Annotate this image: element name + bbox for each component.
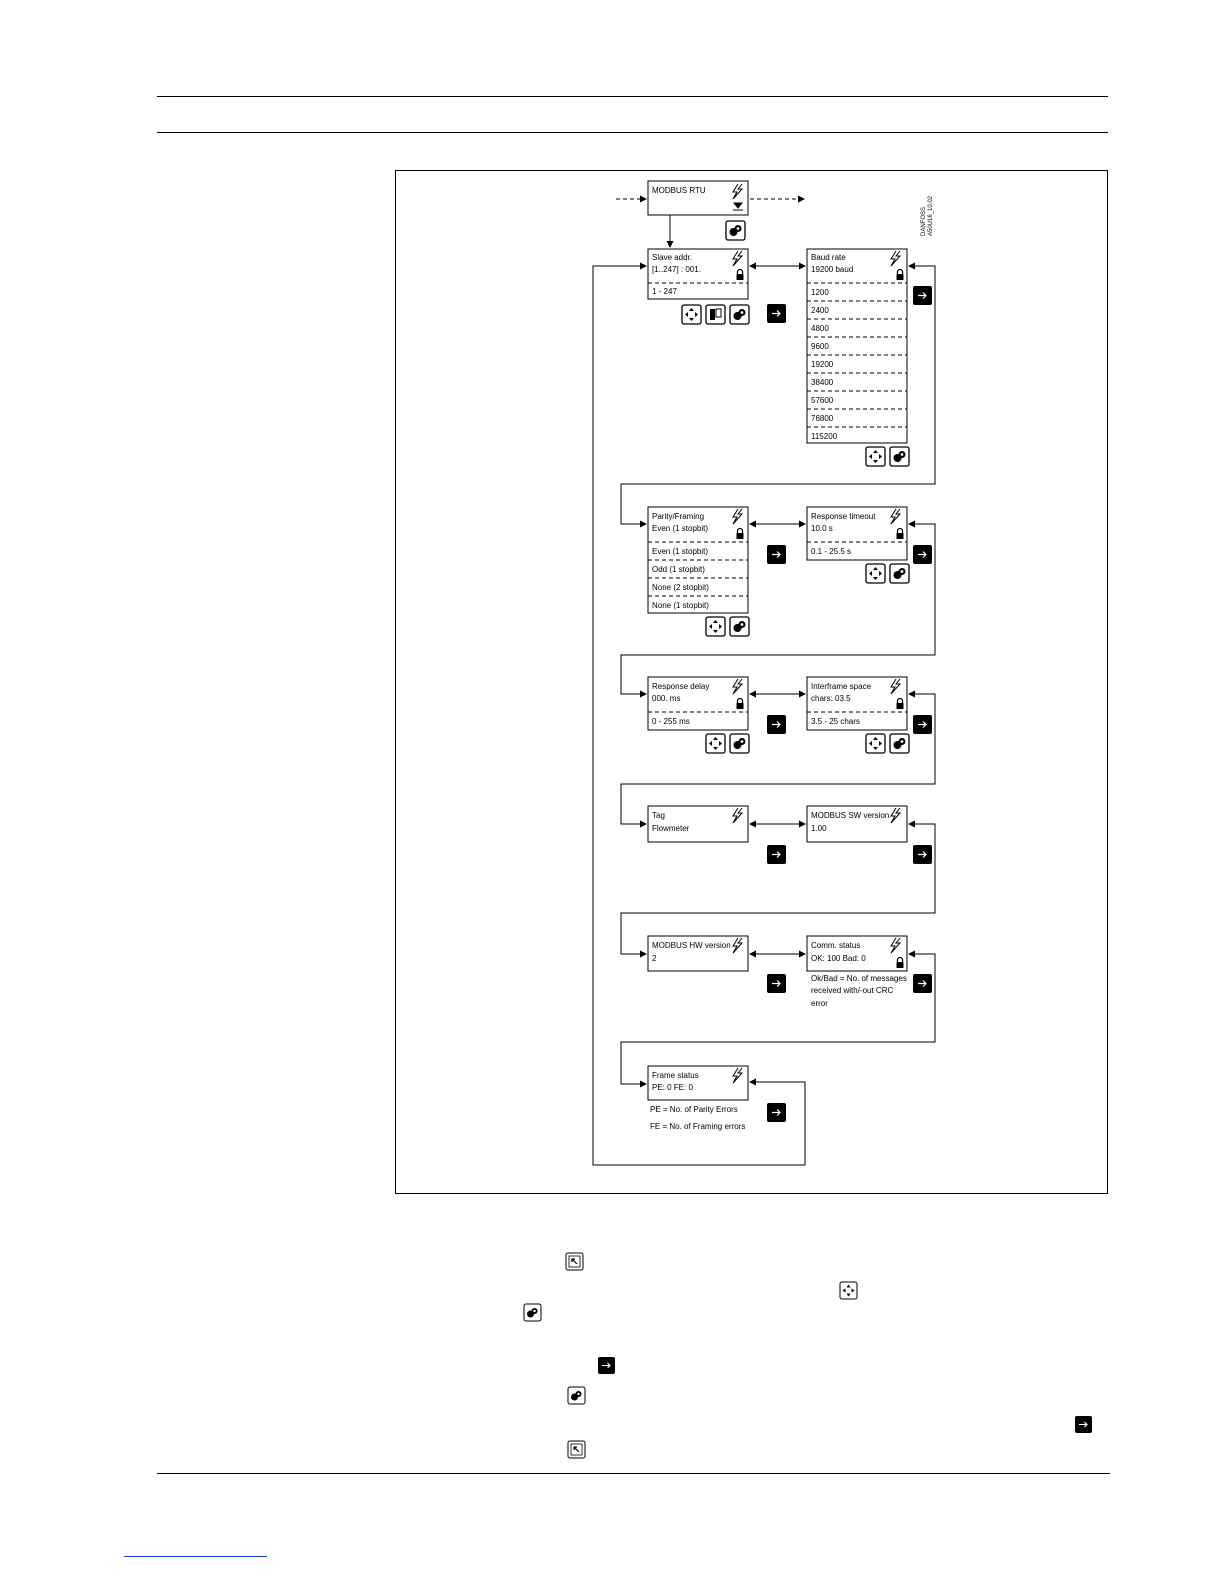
box-option: 4800 <box>811 324 829 333</box>
box-modbus-rtu: MODBUS RTU <box>647 180 749 216</box>
body-key-icons <box>523 1252 1093 1459</box>
box-comm-status: Comm. status OK: 100 Bad: 0 Ok/Bad = No.… <box>806 935 908 1008</box>
footer-rule <box>157 1473 1110 1474</box>
box-title: Baud rate <box>811 253 846 262</box>
next-key-icon <box>766 714 787 735</box>
box-value: OK: 100 Bad: 0 <box>811 954 866 963</box>
box-value: 1.00 <box>811 824 827 833</box>
box-title: MODBUS HW version <box>652 941 731 950</box>
cross-key-icon <box>705 616 726 637</box>
next-key-icon <box>912 844 933 865</box>
next-key-icon <box>766 544 787 565</box>
box-hw-version: MODBUS HW version 2 <box>647 935 749 972</box>
header-rule-top <box>157 96 1108 97</box>
box-parity-framing: Parity/Framing Even (1 stopbit) Even (1 … <box>647 506 749 614</box>
box-title: Response timeout <box>811 512 876 521</box>
box-option: 57600 <box>811 396 834 405</box>
drawing-code: DANFOSS <box>921 207 927 236</box>
box-option: 115200 <box>811 432 838 441</box>
box-title: Tag <box>652 811 665 820</box>
box-option: 0.1 - 25.5 s <box>811 547 851 556</box>
box-title: Interframe space <box>811 682 872 691</box>
next-key-icon <box>912 544 933 565</box>
box-value: PE: 0 FE: 0 <box>652 1083 693 1092</box>
next-key-icon <box>912 973 933 994</box>
box-interframe-space: Interframe space chars: 03.5 3.5 - 25 ch… <box>806 676 908 731</box>
cursor-key-icon <box>565 1252 584 1271</box>
box-frame-status: Frame status PE: 0 FE: 0 PE = No. of Par… <box>647 1065 749 1131</box>
box-option: Even (1 stopbit) <box>652 547 708 556</box>
box-value: 000. ms <box>652 694 680 703</box>
enter-key-icon <box>889 733 910 754</box>
box-option: 1200 <box>811 288 829 297</box>
next-key-icon <box>912 714 933 735</box>
cross-key-icon <box>865 446 886 467</box>
enter-key-icon <box>889 446 910 467</box>
next-key-icon <box>766 844 787 865</box>
enter-key-icon <box>729 304 750 325</box>
box-value: [1..247] : 001. <box>652 265 701 274</box>
box-slave-addr: Slave addr. [1..247] : 001. 1 - 247 <box>647 248 749 300</box>
box-baud-rate: Baud rate 19200 baud 1200 2400 4800 9600… <box>806 248 908 444</box>
box-title: Parity/Framing <box>652 512 704 521</box>
next-key-icon <box>1074 1415 1093 1434</box>
box-value: Even (1 stopbit) <box>652 524 708 533</box>
box-title: MODBUS RTU <box>652 186 706 195</box>
enter-key-icon <box>729 733 750 754</box>
box-value: 10.0 s <box>811 524 833 533</box>
box-option: 76800 <box>811 414 834 423</box>
enter-key-icon <box>567 1386 586 1405</box>
cross-key-icon <box>681 304 702 325</box>
box-tag: Tag Flowmeter <box>647 805 749 843</box>
cross-key-icon <box>865 563 886 584</box>
box-title: Slave addr. <box>652 253 692 262</box>
box-value: Flowmeter <box>652 824 690 833</box>
box-option: 9600 <box>811 342 829 351</box>
next-key-icon <box>766 1102 787 1123</box>
enter-key-icon <box>725 220 746 241</box>
cross-key-icon <box>705 733 726 754</box>
box-title: Frame status <box>652 1071 699 1080</box>
box-value: 2 <box>652 954 657 963</box>
drawing-code-2: A50U16_10.02 <box>928 195 934 236</box>
box-title: Response delay <box>652 682 709 691</box>
box-title: Comm. status <box>811 941 860 950</box>
dual-key-icon <box>705 304 726 325</box>
cross-key-icon <box>839 1281 858 1300</box>
box-note: error <box>811 999 828 1008</box>
box-option: None (2 stopbit) <box>652 583 709 592</box>
box-option: None (1 stopbit) <box>652 601 709 610</box>
box-note: FE = No. of Framing errors <box>650 1122 745 1131</box>
down-arrow-icon <box>732 202 744 211</box>
footer-link-underline[interactable] <box>124 1556 267 1557</box>
box-option: 38400 <box>811 378 834 387</box>
box-option: 3.5 - 25 chars <box>811 717 860 726</box>
box-sw-version: MODBUS SW version 1.00 <box>806 805 908 843</box>
box-note: received with/-out CRC <box>811 986 893 995</box>
cross-key-icon <box>865 733 886 754</box>
enter-key-icon <box>729 616 750 637</box>
box-option: 2400 <box>811 306 829 315</box>
next-key-icon <box>597 1356 616 1375</box>
menu-flow-diagram: DANFOSS A50U16_10.02 MODBUS RTU Slave ad… <box>592 180 936 1166</box>
enter-key-icon <box>523 1303 542 1322</box>
box-title: MODBUS SW version <box>811 811 889 820</box>
box-option: 1 - 247 <box>652 287 677 296</box>
box-option: 0 - 255 ms <box>652 717 690 726</box>
box-note: Ok/Bad = No. of messages <box>811 974 907 983</box>
box-note: PE = No. of Parity Errors <box>650 1105 738 1114</box>
enter-key-icon <box>889 563 910 584</box>
diagram-frame: DANFOSS A50U16_10.02 MODBUS RTU Slave ad… <box>395 170 1108 1194</box>
next-key-icon <box>766 303 787 324</box>
box-response-timeout: Response timeout 10.0 s 0.1 - 25.5 s <box>806 506 908 561</box>
box-option: Odd (1 stopbit) <box>652 565 705 574</box>
header-rule-bottom <box>157 132 1108 133</box>
next-key-icon <box>912 285 933 306</box>
cursor-key-icon <box>567 1440 586 1459</box>
next-key-icon <box>766 973 787 994</box>
box-value: chars: 03.5 <box>811 694 851 703</box>
box-option: 19200 <box>811 360 834 369</box>
box-value: 19200 baud <box>811 265 853 274</box>
box-response-delay: Response delay 000. ms 0 - 255 ms <box>647 676 749 731</box>
